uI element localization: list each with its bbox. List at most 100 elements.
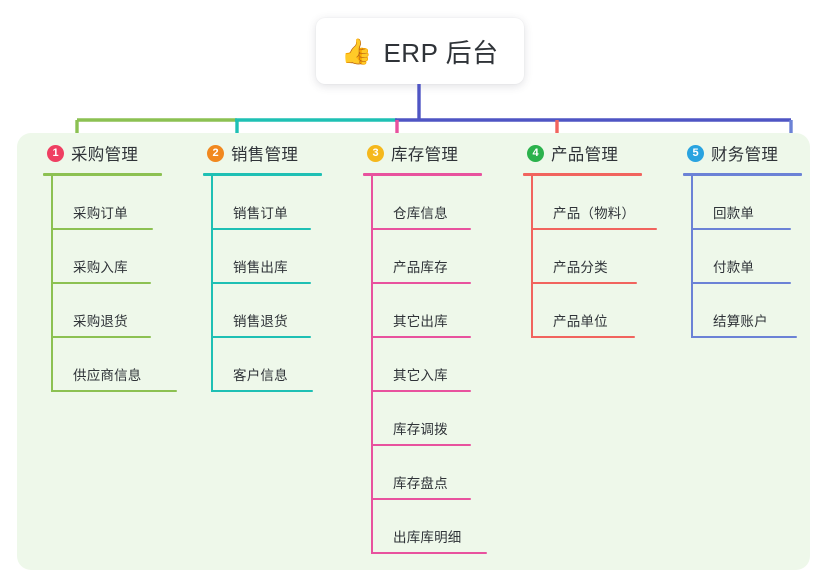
menu-item-label: 采购入库 xyxy=(73,260,128,275)
menu-item-label: 回款单 xyxy=(713,206,755,221)
menu-item-label: 客户信息 xyxy=(233,368,288,383)
menu-item[interactable]: 库存调拨 xyxy=(363,392,518,446)
menu-item-label: 库存盘点 xyxy=(393,476,448,491)
column-items-4: 产品（物料） 产品分类产品单位 xyxy=(523,176,678,338)
column-title-4: 产品管理 xyxy=(551,146,619,164)
menu-item[interactable]: 产品库存 xyxy=(363,230,518,284)
menu-item-label: 采购订单 xyxy=(73,206,128,221)
menu-item-rule xyxy=(371,336,471,338)
root-node-card[interactable]: 👍 ERP 后台 xyxy=(316,18,524,84)
menu-item-rule xyxy=(211,228,311,230)
column-1: 1 采购管理采购订单采购入库采购退货供应商信息 xyxy=(43,133,198,392)
menu-item-label: 出库库明细 xyxy=(393,530,462,545)
column-stem-4 xyxy=(531,176,533,338)
mindmap-panel: 1 采购管理采购订单采购入库采购退货供应商信息 2 销售管理销售订单销售出库销售退货客… xyxy=(17,133,810,570)
menu-item[interactable]: 客户信息 xyxy=(203,338,358,392)
column-stem-1 xyxy=(51,176,53,392)
menu-item-label: 销售订单 xyxy=(233,206,288,221)
menu-item[interactable]: 销售退货 xyxy=(203,284,358,338)
menu-item-rule xyxy=(51,390,177,392)
column-header-5[interactable]: 5 财务管理 xyxy=(683,133,838,173)
menu-item-label: 库存调拨 xyxy=(393,422,448,437)
menu-item-rule xyxy=(51,282,151,284)
menu-item-rule xyxy=(531,336,635,338)
menu-item-label: 其它出库 xyxy=(393,314,448,329)
column-stem-5 xyxy=(691,176,693,338)
column-header-rule-4 xyxy=(523,173,642,176)
menu-item-rule xyxy=(371,444,471,446)
menu-item-label: 付款单 xyxy=(713,260,755,275)
menu-item[interactable]: 库存盘点 xyxy=(363,446,518,500)
menu-item-label: 仓库信息 xyxy=(393,206,448,221)
menu-item[interactable]: 采购入库 xyxy=(43,230,198,284)
menu-item-rule xyxy=(51,336,151,338)
root-node-content: 👍 ERP 后台 xyxy=(341,33,498,70)
column-4: 4 产品管理产品（物料） 产品分类产品单位 xyxy=(523,133,678,338)
column-badge-2: 2 xyxy=(207,144,224,162)
menu-item-rule xyxy=(371,498,471,500)
column-badge-1: 1 xyxy=(47,144,64,162)
column-header-rule-2 xyxy=(203,173,322,176)
column-title-1: 采购管理 xyxy=(71,146,139,164)
menu-item-label: 采购退货 xyxy=(73,314,128,329)
column-title-2: 销售管理 xyxy=(231,146,299,164)
menu-item[interactable]: 采购退货 xyxy=(43,284,198,338)
menu-item[interactable]: 仓库信息 xyxy=(363,176,518,230)
menu-item-rule xyxy=(531,228,657,230)
menu-item-rule xyxy=(371,228,471,230)
column-badge-5: 5 xyxy=(687,144,704,162)
column-header-2[interactable]: 2 销售管理 xyxy=(203,133,358,173)
menu-item-rule xyxy=(211,390,313,392)
menu-item-label: 产品单位 xyxy=(553,314,608,329)
root-node-title: ERP 后台 xyxy=(383,37,499,68)
menu-item-rule xyxy=(51,228,153,230)
menu-item-label: 产品库存 xyxy=(393,260,448,275)
menu-item[interactable]: 销售出库 xyxy=(203,230,358,284)
menu-item-rule xyxy=(691,228,791,230)
menu-item-label: 结算账户 xyxy=(713,314,768,329)
menu-item[interactable]: 供应商信息 xyxy=(43,338,198,392)
column-badge-4: 4 xyxy=(527,144,544,162)
menu-item[interactable]: 采购订单 xyxy=(43,176,198,230)
column-title-5: 财务管理 xyxy=(711,146,779,164)
menu-item-label: 销售出库 xyxy=(233,260,288,275)
column-header-rule-5 xyxy=(683,173,802,176)
column-items-1: 采购订单采购入库采购退货供应商信息 xyxy=(43,176,198,392)
menu-item[interactable]: 出库库明细 xyxy=(363,500,518,554)
menu-item[interactable]: 产品单位 xyxy=(523,284,678,338)
menu-item-rule xyxy=(211,336,311,338)
column-stem-2 xyxy=(211,176,213,392)
column-header-rule-3 xyxy=(363,173,482,176)
column-2: 2 销售管理销售订单销售出库销售退货客户信息 xyxy=(203,133,358,392)
column-stem-3 xyxy=(371,176,373,554)
column-items-3: 仓库信息产品库存其它出库其它入库库存调拨库存盘点出库库明细 xyxy=(363,176,518,554)
menu-item-rule xyxy=(371,282,471,284)
menu-item-label: 产品分类 xyxy=(553,260,608,275)
thumbs-up-icon: 👍 xyxy=(341,37,373,66)
menu-item-label: 供应商信息 xyxy=(73,368,142,383)
menu-item-label: 销售退货 xyxy=(233,314,288,329)
menu-item[interactable]: 结算账户 xyxy=(683,284,838,338)
menu-item[interactable]: 回款单 xyxy=(683,176,838,230)
column-header-4[interactable]: 4 产品管理 xyxy=(523,133,678,173)
menu-item-label: 产品（物料） xyxy=(553,206,636,221)
menu-item-rule xyxy=(691,336,797,338)
menu-item[interactable]: 产品（物料） xyxy=(523,176,678,230)
column-header-rule-1 xyxy=(43,173,162,176)
menu-item[interactable]: 产品分类 xyxy=(523,230,678,284)
menu-item[interactable]: 销售订单 xyxy=(203,176,358,230)
menu-item-rule xyxy=(211,282,311,284)
column-items-5: 回款单付款单结算账户 xyxy=(683,176,838,338)
menu-item[interactable]: 其它出库 xyxy=(363,284,518,338)
menu-item-label: 其它入库 xyxy=(393,368,448,383)
menu-item-rule xyxy=(371,552,487,554)
column-items-2: 销售订单销售出库销售退货客户信息 xyxy=(203,176,358,392)
column-badge-3: 3 xyxy=(367,144,384,162)
menu-item[interactable]: 其它入库 xyxy=(363,338,518,392)
menu-item-rule xyxy=(531,282,637,284)
menu-item[interactable]: 付款单 xyxy=(683,230,838,284)
menu-item-rule xyxy=(691,282,791,284)
column-header-1[interactable]: 1 采购管理 xyxy=(43,133,198,173)
